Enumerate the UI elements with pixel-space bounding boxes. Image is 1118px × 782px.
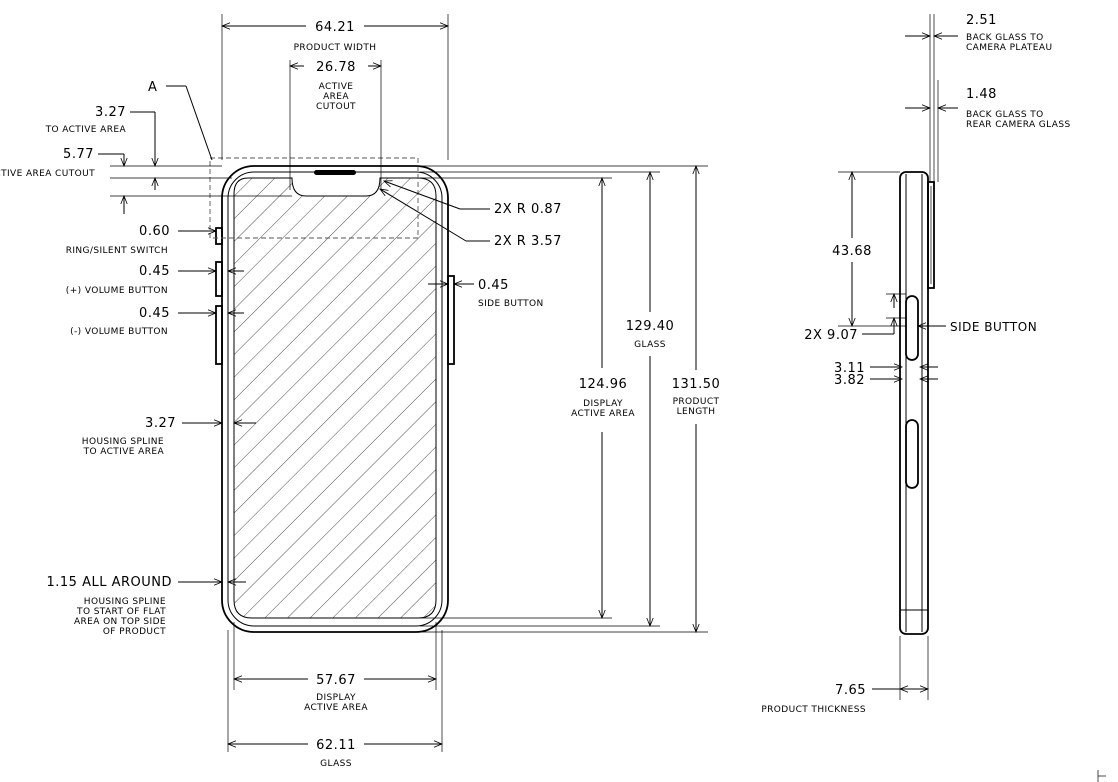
all-around-label-4: OF PRODUCT: [103, 627, 166, 637]
to-active-area-label: TO ACTIVE AREA: [45, 125, 127, 135]
product-length-label-2: LENGTH: [677, 407, 716, 417]
all-around-label-3: AREA ON TOP SIDE: [74, 617, 166, 627]
all-around-label-2: TO START OF FLAT: [76, 607, 166, 617]
dim-side-gaps: 3.11 3.82: [834, 361, 938, 388]
camera-plateau-value: 2.51: [966, 13, 997, 28]
front-view: A: [148, 80, 455, 633]
to-cutout-label: TO ACTIVE AREA CUTOUT: [0, 169, 95, 179]
dim-left-buttons: 0.60 RING/SILENT SWITCH 0.45 (+) VOLUME …: [66, 224, 244, 337]
detail-box-a: [209, 157, 419, 239]
side-gap-b-value: 3.82: [834, 373, 865, 388]
vol-down-value: 0.45: [139, 306, 170, 321]
volume-up-button: [215, 261, 223, 297]
ring-silent-value: 0.60: [139, 224, 170, 239]
display-hatch: [234, 178, 436, 618]
volume-down-button: [215, 305, 223, 365]
side-button-front-value: 0.45: [478, 278, 509, 293]
camera-plateau-label-2: CAMERA PLATEAU: [966, 43, 1052, 53]
dim-side-offset: 43.68: [832, 172, 906, 326]
side-button-side-view: [905, 295, 919, 361]
vol-up-label: (+) VOLUME BUTTON: [66, 286, 168, 296]
callout-a: A: [148, 80, 157, 95]
to-active-area-value: 3.27: [95, 105, 126, 120]
side-button-length-value: 2X 9.07: [804, 328, 858, 343]
cutout-width-value: 26.78: [316, 60, 356, 75]
side-opening: [905, 419, 919, 489]
dim-corner-radii: 2X R 0.87 2X R 3.57: [380, 181, 562, 249]
glass-length-value: 129.40: [626, 319, 675, 334]
side-button-side-label: SIDE BUTTON: [950, 320, 1037, 334]
side-button-front-label: SIDE BUTTON: [478, 299, 544, 309]
rear-camera-label-1: BACK GLASS TO: [966, 110, 1044, 120]
housing-spline-label-2: TO ACTIVE AREA: [83, 447, 165, 457]
dim-to-active-area: 3.27 TO ACTIVE AREA: [45, 105, 292, 197]
display-width-label-1: DISPLAY: [316, 693, 356, 703]
product-outline: [221, 165, 449, 633]
side-profile: [899, 171, 929, 635]
product-width-label: PRODUCT WIDTH: [294, 43, 377, 53]
cutout-label-1: ACTIVE: [319, 82, 354, 92]
housing-spline-label-1: HOUSING SPLINE: [82, 437, 164, 447]
cutout-label-2: AREA: [323, 92, 349, 102]
glass-length-label: GLASS: [634, 340, 666, 350]
vol-down-label: (-) VOLUME BUTTON: [70, 327, 168, 337]
side-view: [899, 171, 935, 635]
dim-bottom-widths: 57.67 DISPLAY ACTIVE AREA 62.11 GLASS: [228, 622, 442, 769]
display-width-label-2: ACTIVE AREA: [304, 703, 368, 713]
glass-width-value: 62.11: [316, 738, 356, 753]
product-length-value: 131.50: [672, 377, 721, 392]
to-cutout-value: 5.77: [63, 147, 94, 162]
product-length-label-1: PRODUCT: [673, 397, 720, 407]
all-around-value: 1.15 ALL AROUND: [47, 575, 173, 590]
vol-up-value: 0.45: [139, 264, 170, 279]
dim-vertical-lengths: 124.96 DISPLAY ACTIVE AREA 129.40 GLASS …: [400, 166, 720, 632]
display-width-value: 57.67: [316, 673, 356, 688]
product-width-value: 64.21: [315, 20, 355, 35]
earpiece-speaker: [314, 170, 356, 175]
dim-side-top: 2.51 BACK GLASS TO CAMERA PLATEAU 1.48 B…: [905, 13, 1071, 182]
dim-side-button-front: 0.45 SIDE BUTTON: [428, 278, 544, 309]
display-length-label-1: DISPLAY: [583, 399, 623, 409]
camera-plateau: [927, 181, 935, 289]
dim-housing-spline: 3.27 HOUSING SPLINE TO ACTIVE AREA: [82, 416, 256, 457]
side-button-front: [447, 275, 455, 365]
ring-silent-label: RING/SILENT SWITCH: [66, 246, 168, 256]
side-gap-a-value: 3.11: [834, 361, 865, 376]
all-around-label-1: HOUSING SPLINE: [84, 597, 166, 607]
ring-silent-switch: [215, 227, 223, 245]
thickness-label: PRODUCT THICKNESS: [761, 705, 866, 715]
dim-to-cutout: 5.77 TO ACTIVE AREA CUTOUT: [0, 147, 155, 214]
corner-large-value: 2X R 3.57: [494, 234, 562, 249]
rear-camera-value: 1.48: [966, 87, 997, 102]
dim-product-width: 64.21 PRODUCT WIDTH: [222, 14, 448, 160]
display-length-value: 124.96: [579, 377, 628, 392]
rear-camera-label-2: REAR CAMERA GLASS: [966, 120, 1071, 130]
dim-side-button-length: 2X 9.07 SIDE BUTTON: [804, 294, 1037, 343]
side-offset-value: 43.68: [832, 244, 872, 259]
dim-active-area-cutout: 26.78 ACTIVE AREA CUTOUT: [290, 60, 381, 190]
thickness-value: 7.65: [835, 683, 866, 698]
dim-all-around: 1.15 ALL AROUND HOUSING SPLINE TO START …: [47, 575, 246, 637]
corner-small-value: 2X R 0.87: [494, 202, 562, 217]
camera-plateau-label-1: BACK GLASS TO: [966, 33, 1044, 43]
cutout-label-3: CUTOUT: [316, 102, 356, 112]
glass-width-label: GLASS: [320, 759, 352, 769]
display-length-label-2: ACTIVE AREA: [571, 409, 635, 419]
housing-spline-value: 3.27: [145, 416, 176, 431]
dim-thickness: 7.65 PRODUCT THICKNESS: [761, 636, 928, 715]
